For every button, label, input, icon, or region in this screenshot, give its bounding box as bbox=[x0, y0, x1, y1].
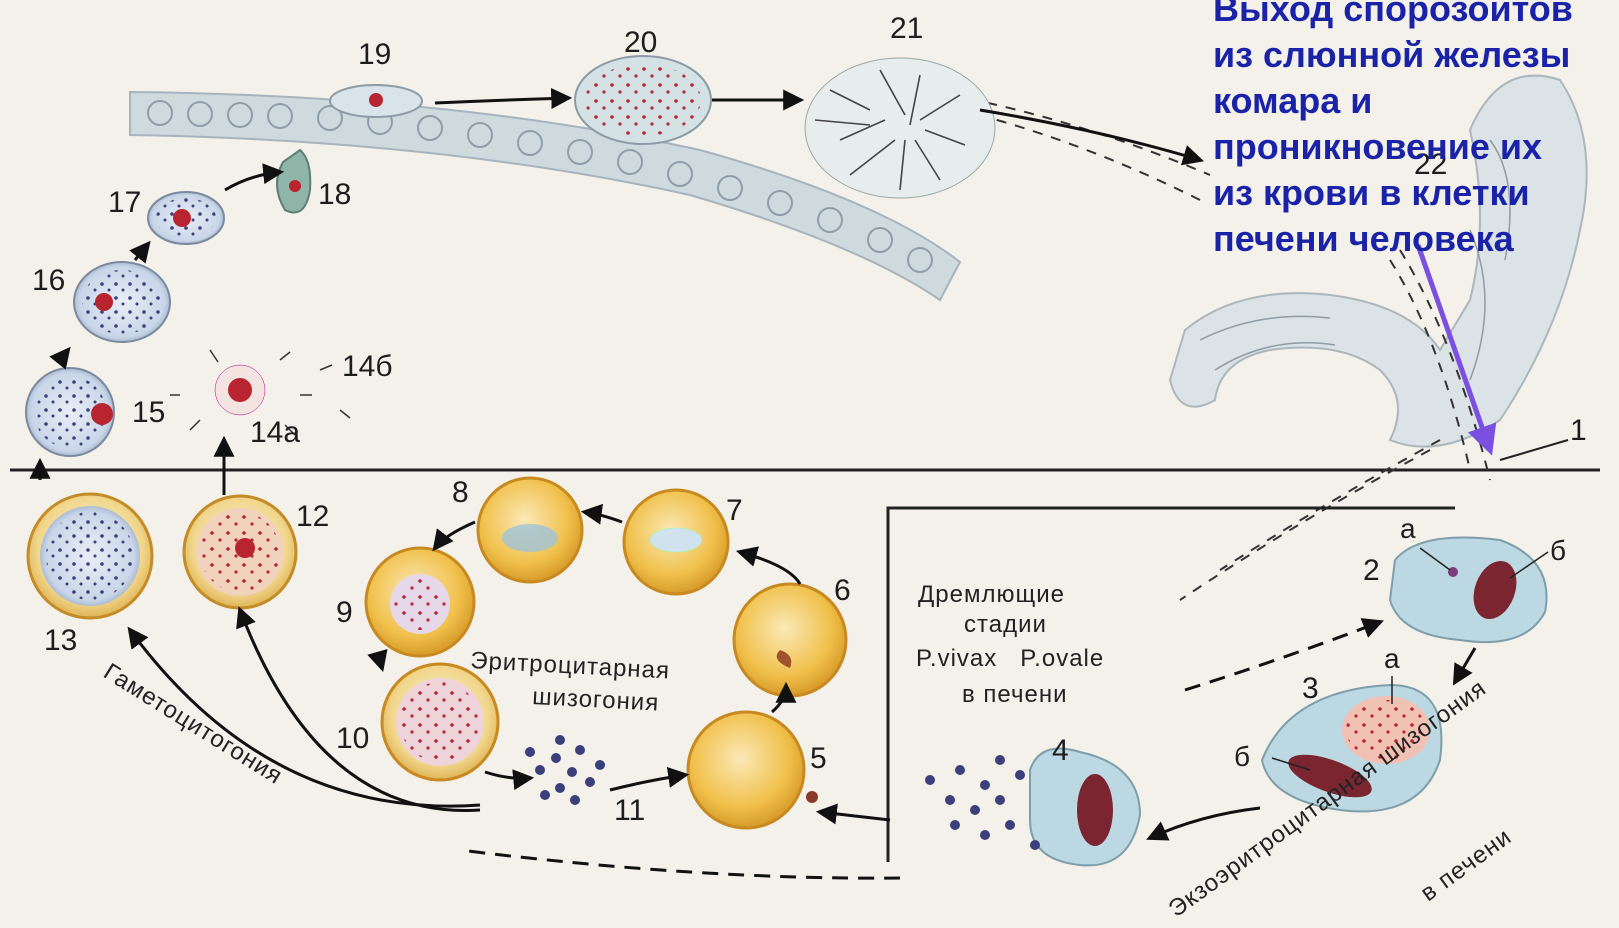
stage-number-11: 11 bbox=[614, 794, 645, 827]
stage-number-6: 6 bbox=[834, 574, 851, 607]
note-line-6: печени человека bbox=[1213, 216, 1613, 262]
stage-number-4: 4 bbox=[1052, 734, 1069, 767]
stage-21-mature-oocyst bbox=[805, 58, 995, 198]
sporozoite-exit-note: Выход спорозоитов из слюнной железы кома… bbox=[1213, 0, 1613, 262]
note-line-1: Выход спорозоитов bbox=[1213, 0, 1613, 32]
stage-number-2: 2 bbox=[1363, 554, 1380, 587]
label-a-stage-2: а bbox=[1400, 513, 1416, 544]
stage-1-pointer bbox=[1500, 440, 1568, 460]
note-line-4: проникновение их bbox=[1213, 124, 1613, 170]
stage-19-ookinete bbox=[330, 85, 422, 117]
stage-10-rbc bbox=[382, 664, 498, 780]
stage-4-hepatocyte bbox=[925, 749, 1140, 866]
stage-number-20: 20 bbox=[624, 26, 657, 59]
note-line-5: из крови в клетки bbox=[1213, 170, 1613, 216]
stage-18-ookinete-penetration bbox=[277, 150, 310, 213]
stage-20-oocyst bbox=[575, 56, 711, 144]
stage-15-macrogamete bbox=[26, 368, 114, 456]
stage-11-merozoites bbox=[525, 735, 605, 805]
label-a-stage-3: а bbox=[1384, 643, 1400, 674]
stage-17-zygote bbox=[148, 192, 224, 244]
stage-number-13: 13 bbox=[44, 624, 77, 657]
stage-number-12: 12 bbox=[296, 500, 329, 533]
stage-number-17: 17 bbox=[108, 186, 141, 219]
note-line-3: комара и bbox=[1213, 78, 1613, 124]
stage-number-19: 19 bbox=[358, 38, 391, 71]
label-b-stage-3: б bbox=[1234, 741, 1250, 772]
stage-6-rbc bbox=[734, 584, 846, 696]
erythro-caption-line2: шизогония bbox=[532, 683, 660, 717]
dormant-caption-line2: стадии bbox=[964, 611, 1047, 638]
stage-number-7: 7 bbox=[726, 494, 743, 527]
erythro-caption-line1: Эритроцитарная bbox=[470, 647, 671, 684]
dormant-caption-line1: Дремлющие bbox=[918, 581, 1065, 608]
stage-number-10: 10 bbox=[336, 722, 369, 755]
stage-number-15: 15 bbox=[132, 396, 165, 429]
stage-9-rbc bbox=[366, 548, 474, 656]
stage-12-microgametocyte bbox=[184, 496, 296, 608]
label-b-stage-2: б bbox=[1550, 535, 1566, 566]
dormant-caption-line4: в печени bbox=[962, 681, 1067, 708]
stage-number-14a: 14а bbox=[250, 416, 300, 449]
stage-5-rbc bbox=[688, 712, 818, 828]
stage-number-1: 1 bbox=[1570, 414, 1587, 447]
stage-16-fertilization bbox=[74, 262, 170, 342]
stage-8-rbc bbox=[478, 478, 582, 582]
dormant-caption-line3: P.vivax P.ovale bbox=[916, 645, 1104, 672]
stage-number-5: 5 bbox=[810, 742, 827, 775]
stage-number-21: 21 bbox=[890, 12, 923, 45]
exoerythro-caption-line2: в печени bbox=[1416, 823, 1517, 907]
stage-number-9: 9 bbox=[336, 596, 353, 629]
stage-2-hepatocyte bbox=[1390, 538, 1547, 643]
gametocytogony-caption: Гаметоцитогония bbox=[99, 658, 288, 790]
stage-13-macrogametocyte bbox=[28, 494, 152, 618]
note-line-2: из слюнной железы bbox=[1213, 32, 1613, 78]
stage-number-16: 16 bbox=[32, 264, 65, 297]
stage-number-14b: 14б bbox=[342, 350, 393, 383]
stage-number-3: 3 bbox=[1302, 672, 1319, 705]
stage-7-rbc bbox=[624, 490, 728, 594]
stage-number-18: 18 bbox=[318, 178, 351, 211]
stage-number-8: 8 bbox=[452, 476, 469, 509]
